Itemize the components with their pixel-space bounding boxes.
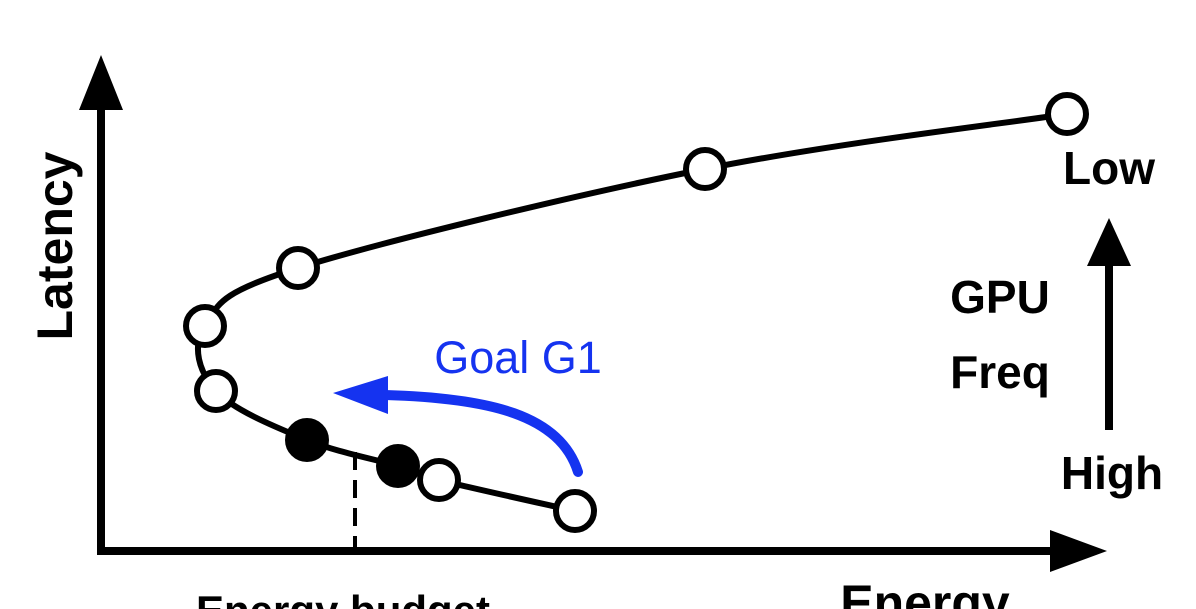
open-operating-point xyxy=(683,147,727,191)
open-operating-point xyxy=(553,489,597,533)
gpu-freq-arrowhead xyxy=(1087,218,1131,266)
y-axis-arrowhead xyxy=(79,55,123,110)
open-operating-point xyxy=(1045,92,1089,136)
y-axis-label: Latency xyxy=(27,151,83,340)
x-axis xyxy=(97,530,1107,572)
energy-budget-label: Energy budget xyxy=(196,587,490,609)
freq-label: Freq xyxy=(950,346,1050,398)
open-operating-point xyxy=(417,458,461,502)
x-axis-label: Energy xyxy=(840,575,1010,609)
open-operating-point xyxy=(183,304,227,348)
open-operating-point xyxy=(276,246,320,290)
high-label: High xyxy=(1061,447,1163,499)
open-operating-point xyxy=(194,369,238,413)
tradeoff-curve-line xyxy=(195,111,1068,514)
x-axis-arrowhead xyxy=(1050,530,1107,572)
filled-operating-point xyxy=(285,418,329,462)
gpu-label: GPU xyxy=(950,271,1050,323)
filled-operating-point xyxy=(376,444,420,488)
tradeoff-curve xyxy=(195,111,1068,514)
goal-arrowhead xyxy=(333,376,388,414)
goal-label: Goal G1 xyxy=(434,332,602,383)
goal-arrow xyxy=(380,390,583,477)
y-axis xyxy=(79,55,123,551)
operating-points xyxy=(183,92,1089,533)
low-label: Low xyxy=(1063,142,1155,194)
gpu-freq-arrow xyxy=(1087,218,1131,430)
